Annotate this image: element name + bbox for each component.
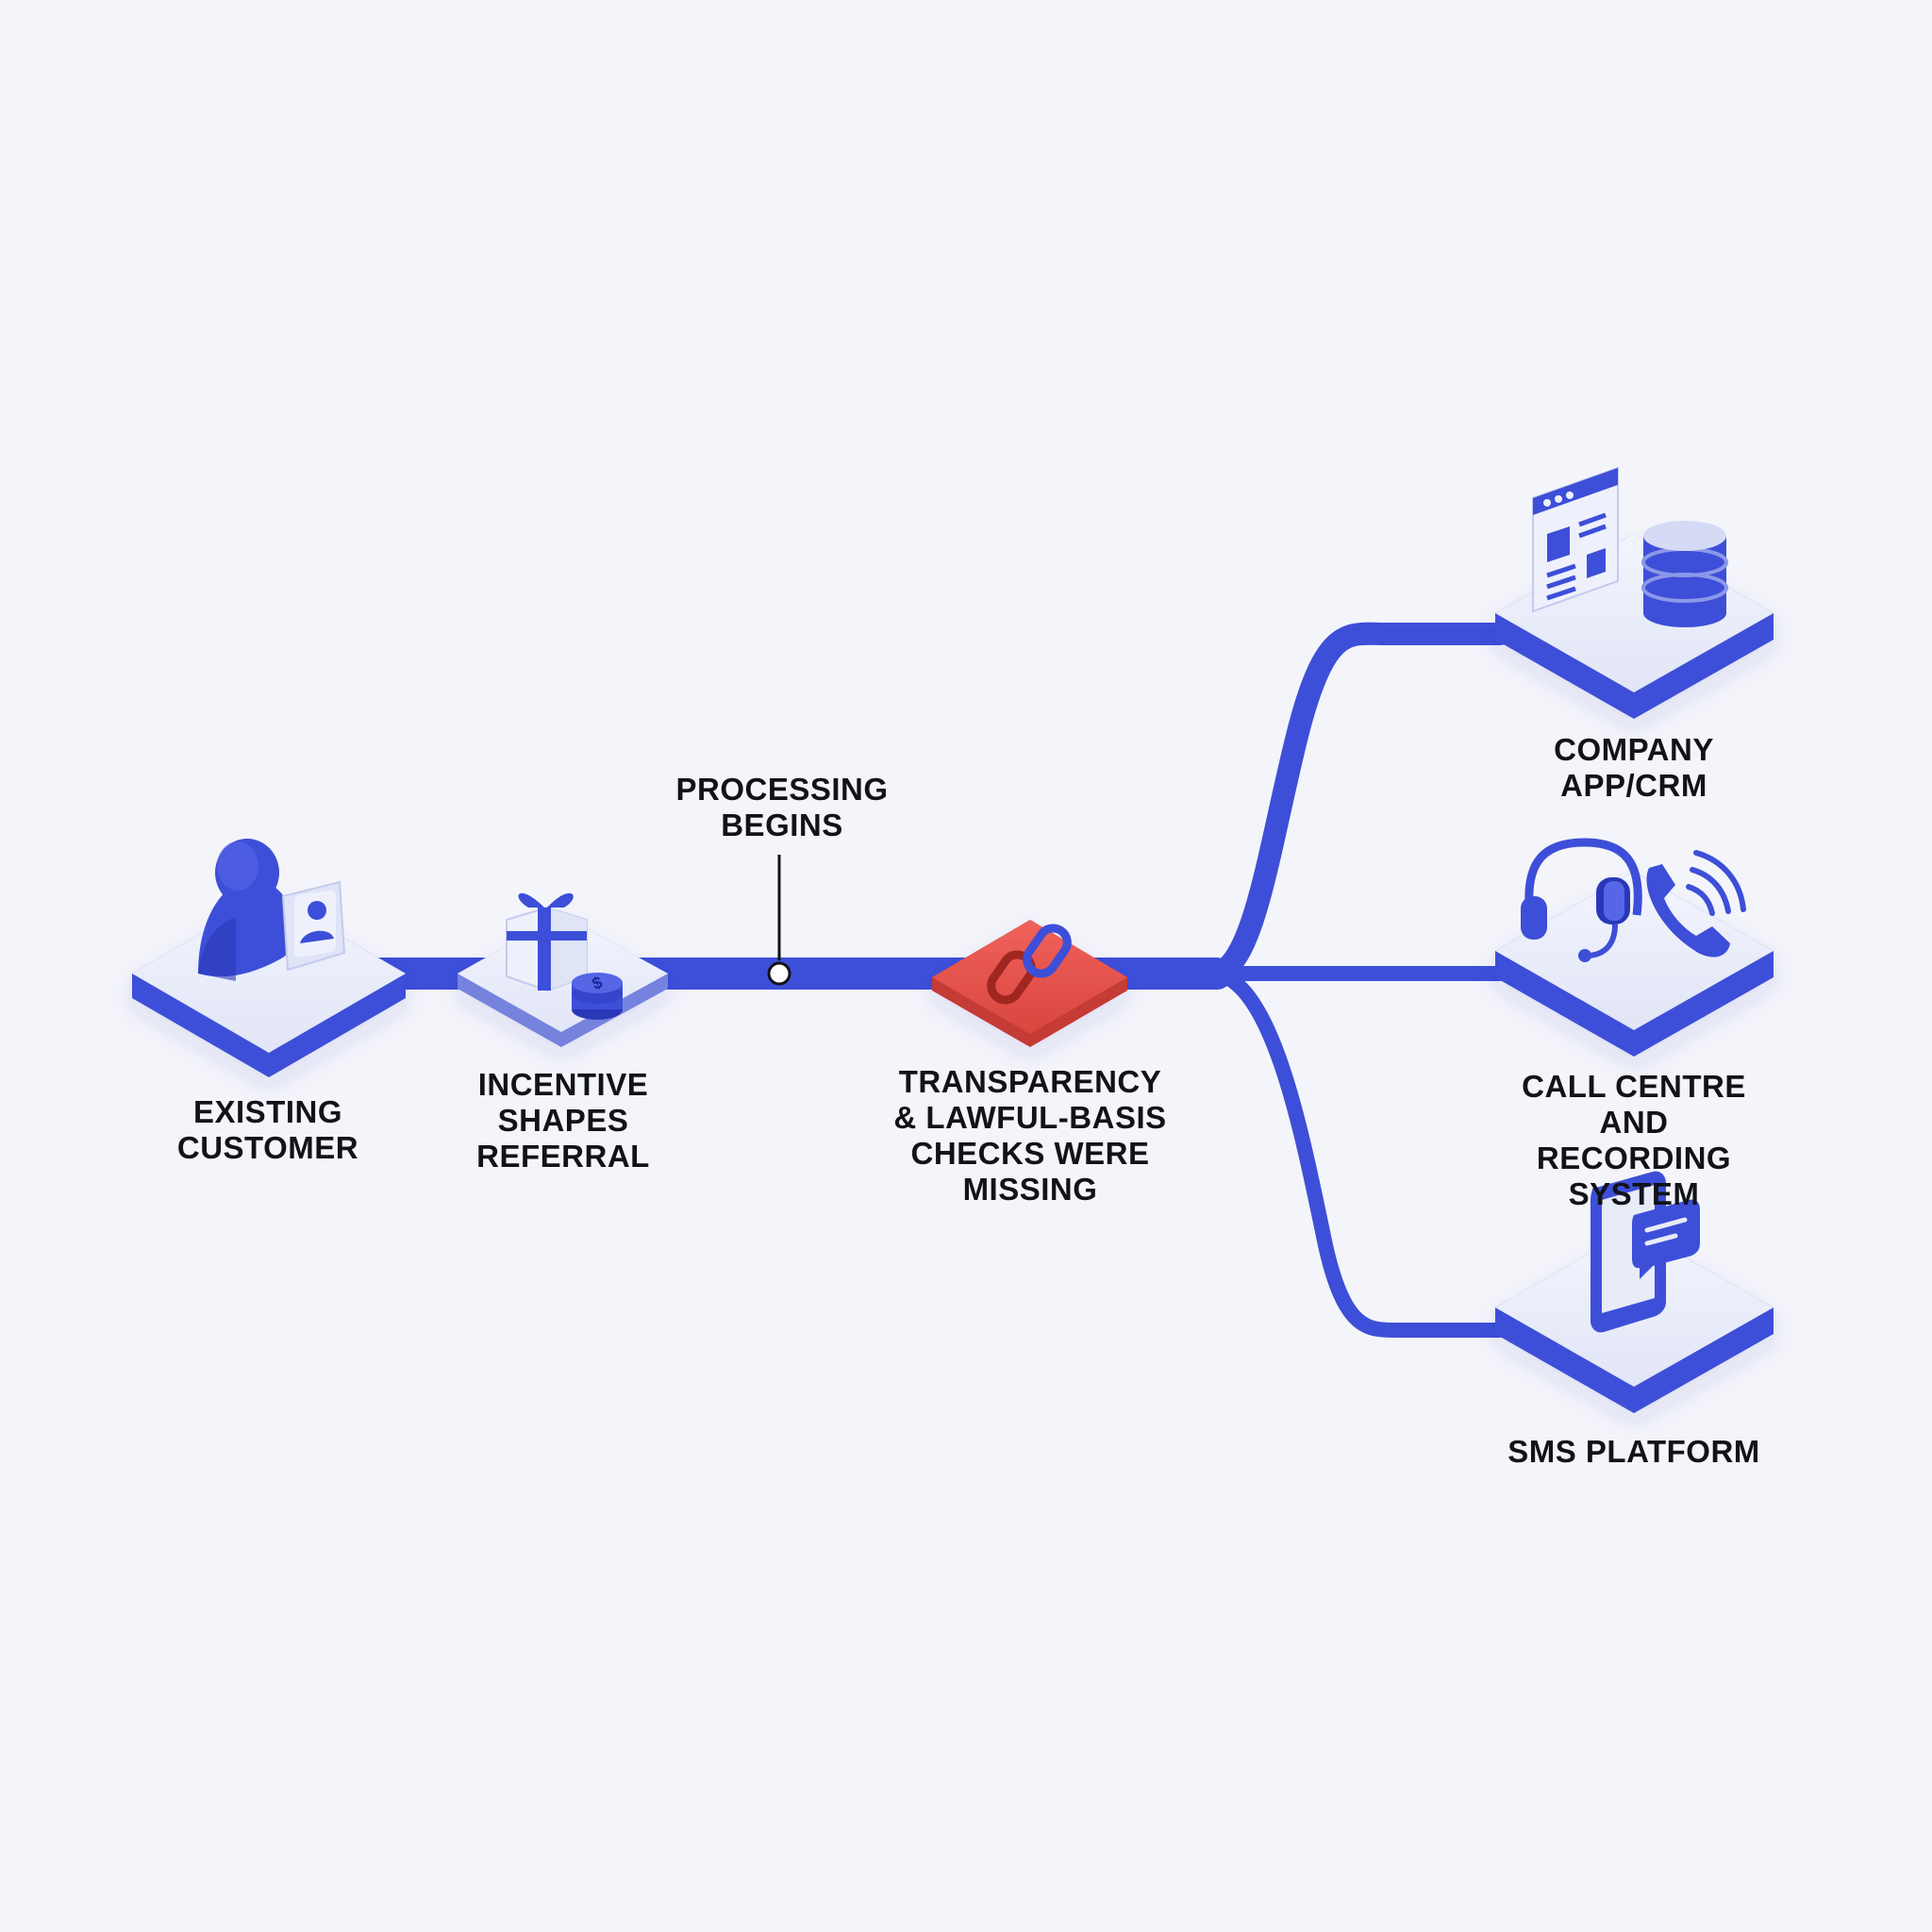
phone-ringing-icon [1646, 850, 1746, 958]
coin-stack-icon: $ [572, 973, 623, 1020]
person-icon [198, 839, 300, 981]
label-sms-platform: SMS PLATFORM [1507, 1434, 1760, 1469]
label-company-app-crm: COMPANY APP/CRM [1554, 732, 1714, 803]
platform-call-centre [1495, 872, 1774, 1057]
label-incentive-shapes-referral: INCENTIVE SHAPES REFERRAL [476, 1067, 650, 1174]
processing-dot [767, 961, 791, 986]
branch-to-sms [1209, 966, 1507, 1338]
gift-box-icon [506, 892, 588, 992]
app-window-icon [1532, 466, 1619, 613]
chat-bubble-icon [1632, 1199, 1700, 1279]
branch-to-crm [1206, 622, 1511, 985]
label-processing-begins: PROCESSING BEGINS [675, 772, 889, 842]
label-checks-missing: TRANSPARENCY & LAWFUL-BASIS CHECKS WERE … [893, 1064, 1167, 1207]
profile-card-icon [281, 880, 346, 972]
platform-checks-missing [932, 920, 1127, 1047]
label-call-centre: CALL CENTRE AND RECORDING SYSTEM [1522, 1069, 1746, 1211]
headset-icon [1521, 838, 1642, 962]
database-icon [1641, 521, 1728, 627]
label-existing-customer: EXISTING CUSTOMER [176, 1094, 359, 1165]
broken-link-icon [987, 924, 1072, 1005]
processing-marker [767, 855, 791, 986]
